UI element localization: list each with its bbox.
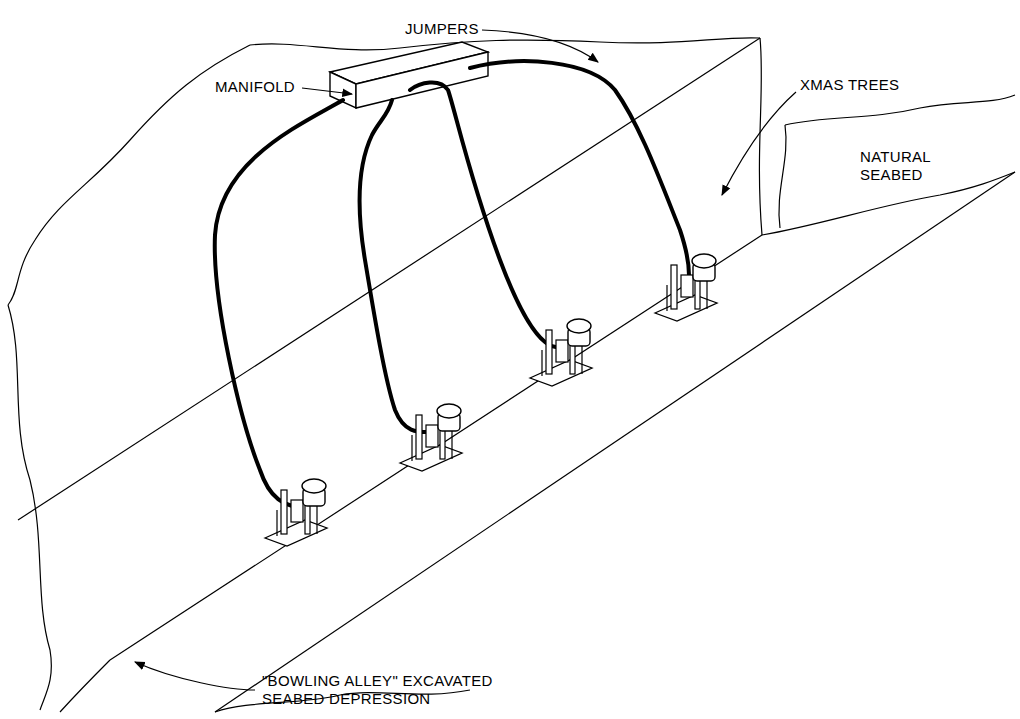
region-label: NATURAL SEABED <box>860 148 934 184</box>
callout-label: JUMPERS <box>405 20 479 38</box>
seabed-block <box>8 38 1015 712</box>
callout-label: XMAS TREES <box>800 76 899 94</box>
callout-label: MANIFOLD <box>215 78 295 96</box>
manifold-box <box>330 42 488 108</box>
leader-lines <box>135 30 796 690</box>
xmas-tree-symbols <box>265 254 717 546</box>
jumper-lines <box>215 61 689 508</box>
region-label: "BOWLING ALLEY" EXCAVATED SEABED DEPRESS… <box>262 672 530 708</box>
